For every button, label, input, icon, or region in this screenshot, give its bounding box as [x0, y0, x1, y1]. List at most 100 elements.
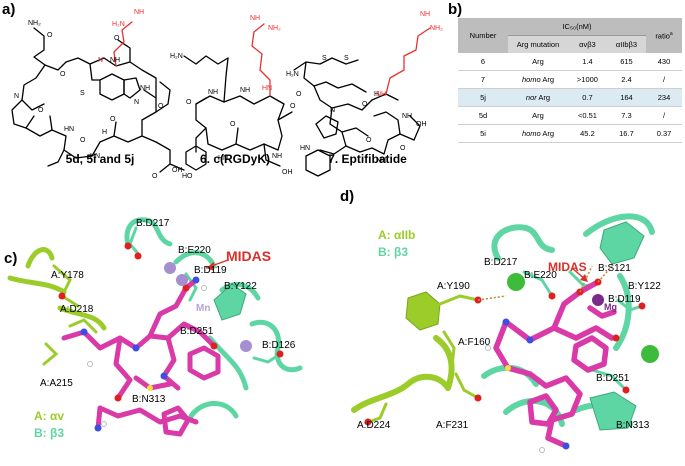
ligand-backbone	[61, 321, 217, 351]
residue-label-b-y122: B:Y122	[224, 281, 257, 292]
col-ic50: IC₅₀(nM)	[508, 18, 646, 36]
atom-label: NH	[240, 87, 250, 94]
ligand-ring	[571, 335, 609, 373]
atom-label: O	[186, 99, 192, 106]
compound-6-skeleton	[183, 55, 293, 171]
residue-label-b-e220: B:E220	[178, 245, 211, 256]
beta3-helix	[589, 391, 637, 431]
atom-label: NH₂	[430, 25, 443, 32]
atom-label: S	[80, 90, 85, 97]
compound-5-skeleton	[11, 27, 185, 173]
atom-label: O	[47, 32, 53, 39]
ligand-chain	[587, 305, 617, 319]
panel-d-letter: d)	[340, 188, 355, 205]
residue-label-b-n313: B:N313	[616, 420, 650, 431]
residue-label-b-d119: B:D119	[194, 265, 227, 276]
atom-label: NH	[420, 11, 430, 18]
atom-label: N	[330, 107, 335, 114]
alpha-loop	[25, 247, 55, 269]
beta3-loop	[187, 401, 239, 421]
panel-d-legend-a: A: αIIb	[378, 228, 416, 242]
atom-label: N	[134, 99, 139, 106]
col-mutation: Arg mutation	[508, 35, 568, 53]
residue-label-a-d224: A:D224	[357, 420, 391, 431]
atom-label: HN	[90, 153, 100, 160]
ligand-chain	[527, 371, 583, 423]
atom-label: O	[110, 116, 116, 123]
residue-label-b-e220: B:E220	[524, 270, 557, 281]
atom-label: H₂N	[170, 53, 183, 60]
alpha-loop	[57, 305, 107, 331]
atom-label: O	[60, 71, 66, 78]
compound-5-arg-chain	[113, 21, 133, 67]
residue-label-b-d119: B:D119	[608, 294, 641, 305]
beta3-loop	[249, 319, 303, 373]
atom-label: NH₂	[268, 25, 281, 32]
atom-label: NH	[402, 113, 412, 120]
atom-label: O	[230, 121, 236, 128]
atom-label: NH	[208, 89, 218, 96]
atom-label: N	[14, 93, 19, 100]
metal-ion	[176, 274, 188, 286]
compound-7-skeleton	[293, 57, 421, 177]
atom-label: O	[158, 103, 164, 110]
atom-label: O	[400, 145, 406, 152]
residue-stick	[442, 330, 456, 368]
atom-label: N	[98, 57, 103, 64]
panel-b-letter: b)	[448, 1, 463, 18]
compound-6-arg-chain	[251, 23, 271, 97]
residue-stick	[184, 272, 198, 302]
hbond	[597, 265, 613, 283]
atom-label: O	[366, 137, 372, 144]
atom-label: OH	[282, 169, 293, 176]
residue-label-b-d251: B:D251	[180, 326, 214, 337]
residue-label-a-a215: A:A215	[40, 378, 73, 389]
residue-stick	[522, 270, 554, 298]
atom-label: O	[80, 137, 86, 144]
atom-label: NH	[250, 15, 260, 22]
residue-stick	[438, 294, 480, 306]
magnesium-ion	[592, 294, 604, 306]
atom-label: NH	[140, 85, 150, 92]
residue-label-a-d218: A:D218	[60, 304, 94, 315]
atom-label: HN	[300, 145, 310, 152]
ligand-chain	[545, 417, 569, 449]
atom-label: O	[38, 107, 44, 114]
atom-label: HO	[182, 173, 193, 180]
atom-label: NH	[134, 9, 144, 16]
atom-label: OH	[172, 167, 183, 174]
atom-label: O	[296, 91, 302, 98]
panel-c-structure	[7, 217, 303, 437]
atom-label: HN	[218, 155, 228, 162]
atom-label: NH₂	[28, 20, 41, 27]
atom-label: NH	[110, 57, 120, 64]
ic50-table: Number IC₅₀(nM) ratioa Arg mutation αvβ3…	[458, 18, 682, 143]
residue-label-b-s121: B:S121	[598, 263, 631, 274]
beta3-loop	[173, 250, 217, 269]
residue-label-a-f160: A:F160	[458, 337, 491, 348]
residue-label-b-y122: B:Y122	[628, 281, 661, 292]
alpha-ring	[405, 291, 441, 331]
compound-7-arg-chain	[385, 27, 431, 95]
panel-d-structure	[351, 213, 659, 453]
metal-ion	[164, 262, 176, 274]
atom-label: H₂N	[286, 71, 299, 78]
beta3-loop	[124, 217, 173, 249]
hbond	[477, 295, 507, 301]
panel-c-legend-b: B: β3	[34, 426, 64, 440]
compound-5-caption: 5d, 5i and 5j	[65, 152, 135, 166]
ligand-chain	[113, 335, 133, 401]
panel-d-legend-b: B: β3	[378, 245, 408, 259]
table-row: 7 homo Arg >1000 2.4 /	[458, 70, 682, 89]
residue-label-a-f231: A:F231	[436, 420, 469, 431]
residue-stick	[128, 226, 142, 258]
beta3-helix	[213, 283, 247, 321]
panel-c-legend-a: A: αv	[34, 409, 65, 423]
panel-d-midas-label: MIDAS	[548, 260, 587, 274]
panel-a-letter: a)	[2, 1, 16, 18]
col-number: Number	[458, 18, 508, 53]
atom-label: HN	[64, 126, 74, 133]
table-row: 5i homo Arg 45.2 16.7 0.37	[458, 124, 682, 143]
col-aiib3: αIIbβ3	[606, 35, 646, 53]
ligand-ring	[187, 345, 221, 381]
